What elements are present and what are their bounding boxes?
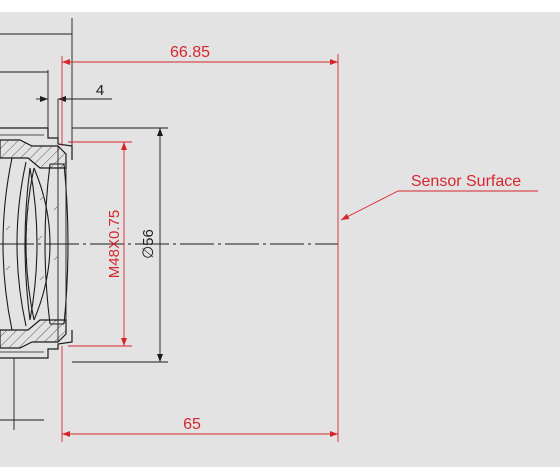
back-focus-label: 65 — [183, 416, 201, 433]
sensor-surface-label: Sensor Surface — [411, 173, 521, 190]
sensor-surface-leader — [340, 190, 399, 221]
sheet-background — [0, 12, 560, 467]
outer-diameter-label: 56 — [140, 229, 157, 246]
overall-length-label: 66.85 — [170, 44, 210, 61]
diameter-symbol: ∅ — [140, 246, 157, 259]
diameter-label-group: ∅56 — [140, 229, 157, 259]
black-dimensions — [0, 18, 168, 430]
svg-text:∅56: ∅56 — [140, 229, 157, 259]
top-margin — [0, 0, 560, 12]
thread-label: M48X0.75 — [106, 210, 123, 278]
flange-offset-label: 4 — [96, 82, 104, 99]
red-dimensions — [61, 54, 538, 442]
